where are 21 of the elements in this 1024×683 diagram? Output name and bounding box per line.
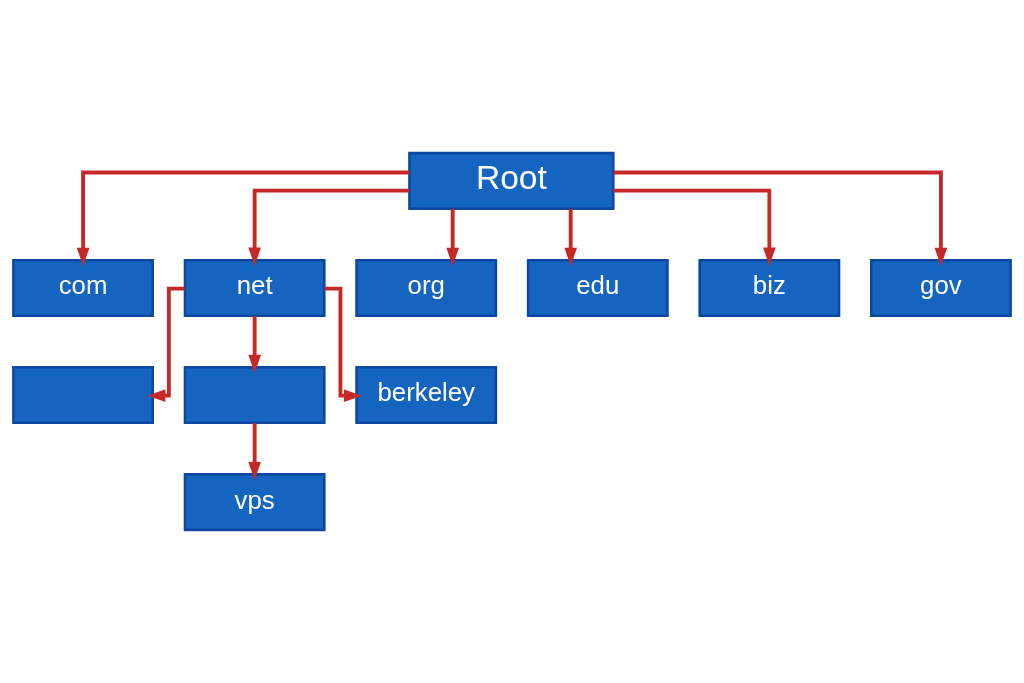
node-box: vps [183, 473, 326, 532]
arrow [76, 170, 410, 266]
node-box: gov [870, 258, 1012, 317]
node-box [12, 366, 155, 425]
arrow [613, 170, 948, 266]
arrow [324, 286, 363, 402]
node-box: edu [526, 258, 669, 317]
arrow [446, 209, 459, 266]
node-box: berkeley [355, 366, 498, 425]
node-box: org [355, 258, 498, 317]
arrow [248, 316, 261, 373]
arrow [248, 188, 410, 266]
node-box [183, 366, 326, 425]
arrow [147, 286, 185, 402]
node-box: com [12, 258, 155, 317]
node-box: biz [698, 258, 841, 317]
node-box: Root [408, 151, 615, 210]
node-box: net [183, 258, 326, 317]
arrow [248, 423, 261, 480]
arrow [564, 209, 578, 266]
arrow [613, 188, 776, 266]
